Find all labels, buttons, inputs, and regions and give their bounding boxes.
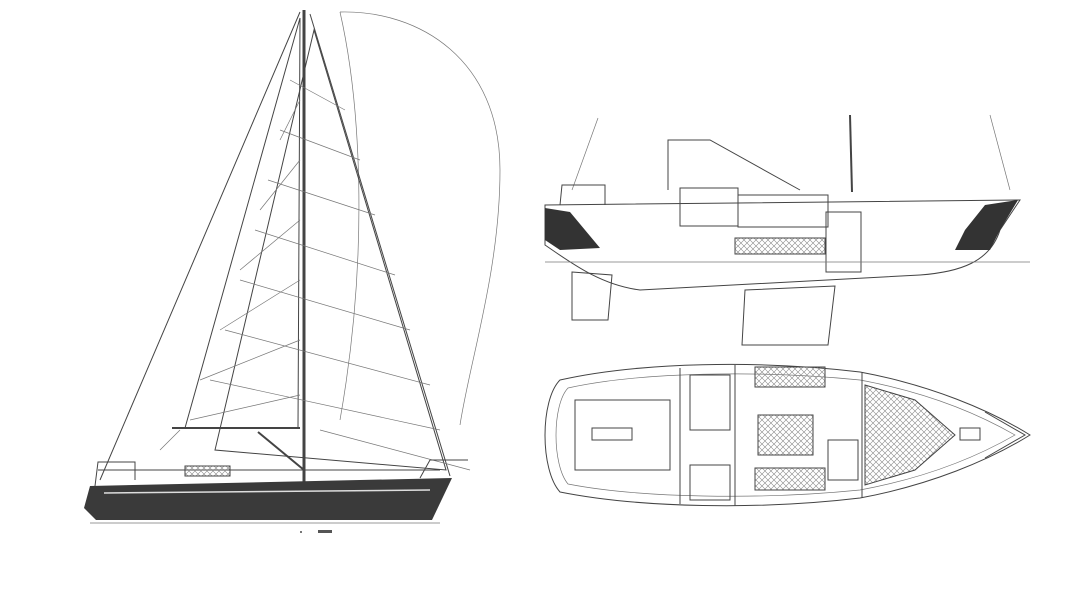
- forward-hatch: [959, 427, 981, 441]
- cockpit-table: [591, 427, 633, 441]
- keel: [741, 285, 836, 346]
- settee-port: [754, 366, 826, 388]
- cockpit: [574, 399, 671, 471]
- mainsail: [184, 17, 301, 429]
- spinnaker-pole: [257, 431, 305, 471]
- backstay: [99, 11, 301, 481]
- profile-backstay: [571, 117, 599, 191]
- profile-hull: [544, 199, 1021, 291]
- pulpit-rails: [94, 459, 468, 487]
- doghouse: [679, 187, 739, 227]
- plan-view: [544, 363, 1031, 507]
- stern-shading: [545, 208, 600, 250]
- hull-topsides: [84, 478, 452, 520]
- profile-lifelines: [559, 184, 606, 206]
- cove-stripe: [103, 489, 431, 494]
- rudder: [571, 271, 613, 321]
- profile-view: [544, 114, 1030, 346]
- sail-panel-lines: [159, 79, 471, 471]
- plan-hull-outline: [544, 363, 1031, 507]
- bow-shading: [955, 200, 1018, 250]
- profile-forestay: [989, 114, 1011, 191]
- sail-plan-view: [84, 10, 501, 524]
- bow-pulpit: [984, 411, 1027, 459]
- galley-counter: [734, 237, 826, 255]
- saloon-table: [757, 414, 814, 456]
- scan-marks: [300, 530, 332, 533]
- bimini-frame: [667, 139, 801, 191]
- v-berth: [864, 384, 956, 486]
- spinnaker-outline: [339, 11, 501, 426]
- profile-mast: [849, 114, 853, 193]
- galley-block: [689, 374, 731, 431]
- forestay: [309, 13, 451, 477]
- settee-starboard: [754, 467, 826, 491]
- spinnaker-luff: [339, 11, 360, 421]
- genoa: [214, 28, 447, 471]
- cabin-top: [737, 194, 829, 228]
- nav-station: [689, 464, 731, 501]
- forward-cabin: [825, 211, 862, 273]
- head-compartment: [827, 439, 859, 481]
